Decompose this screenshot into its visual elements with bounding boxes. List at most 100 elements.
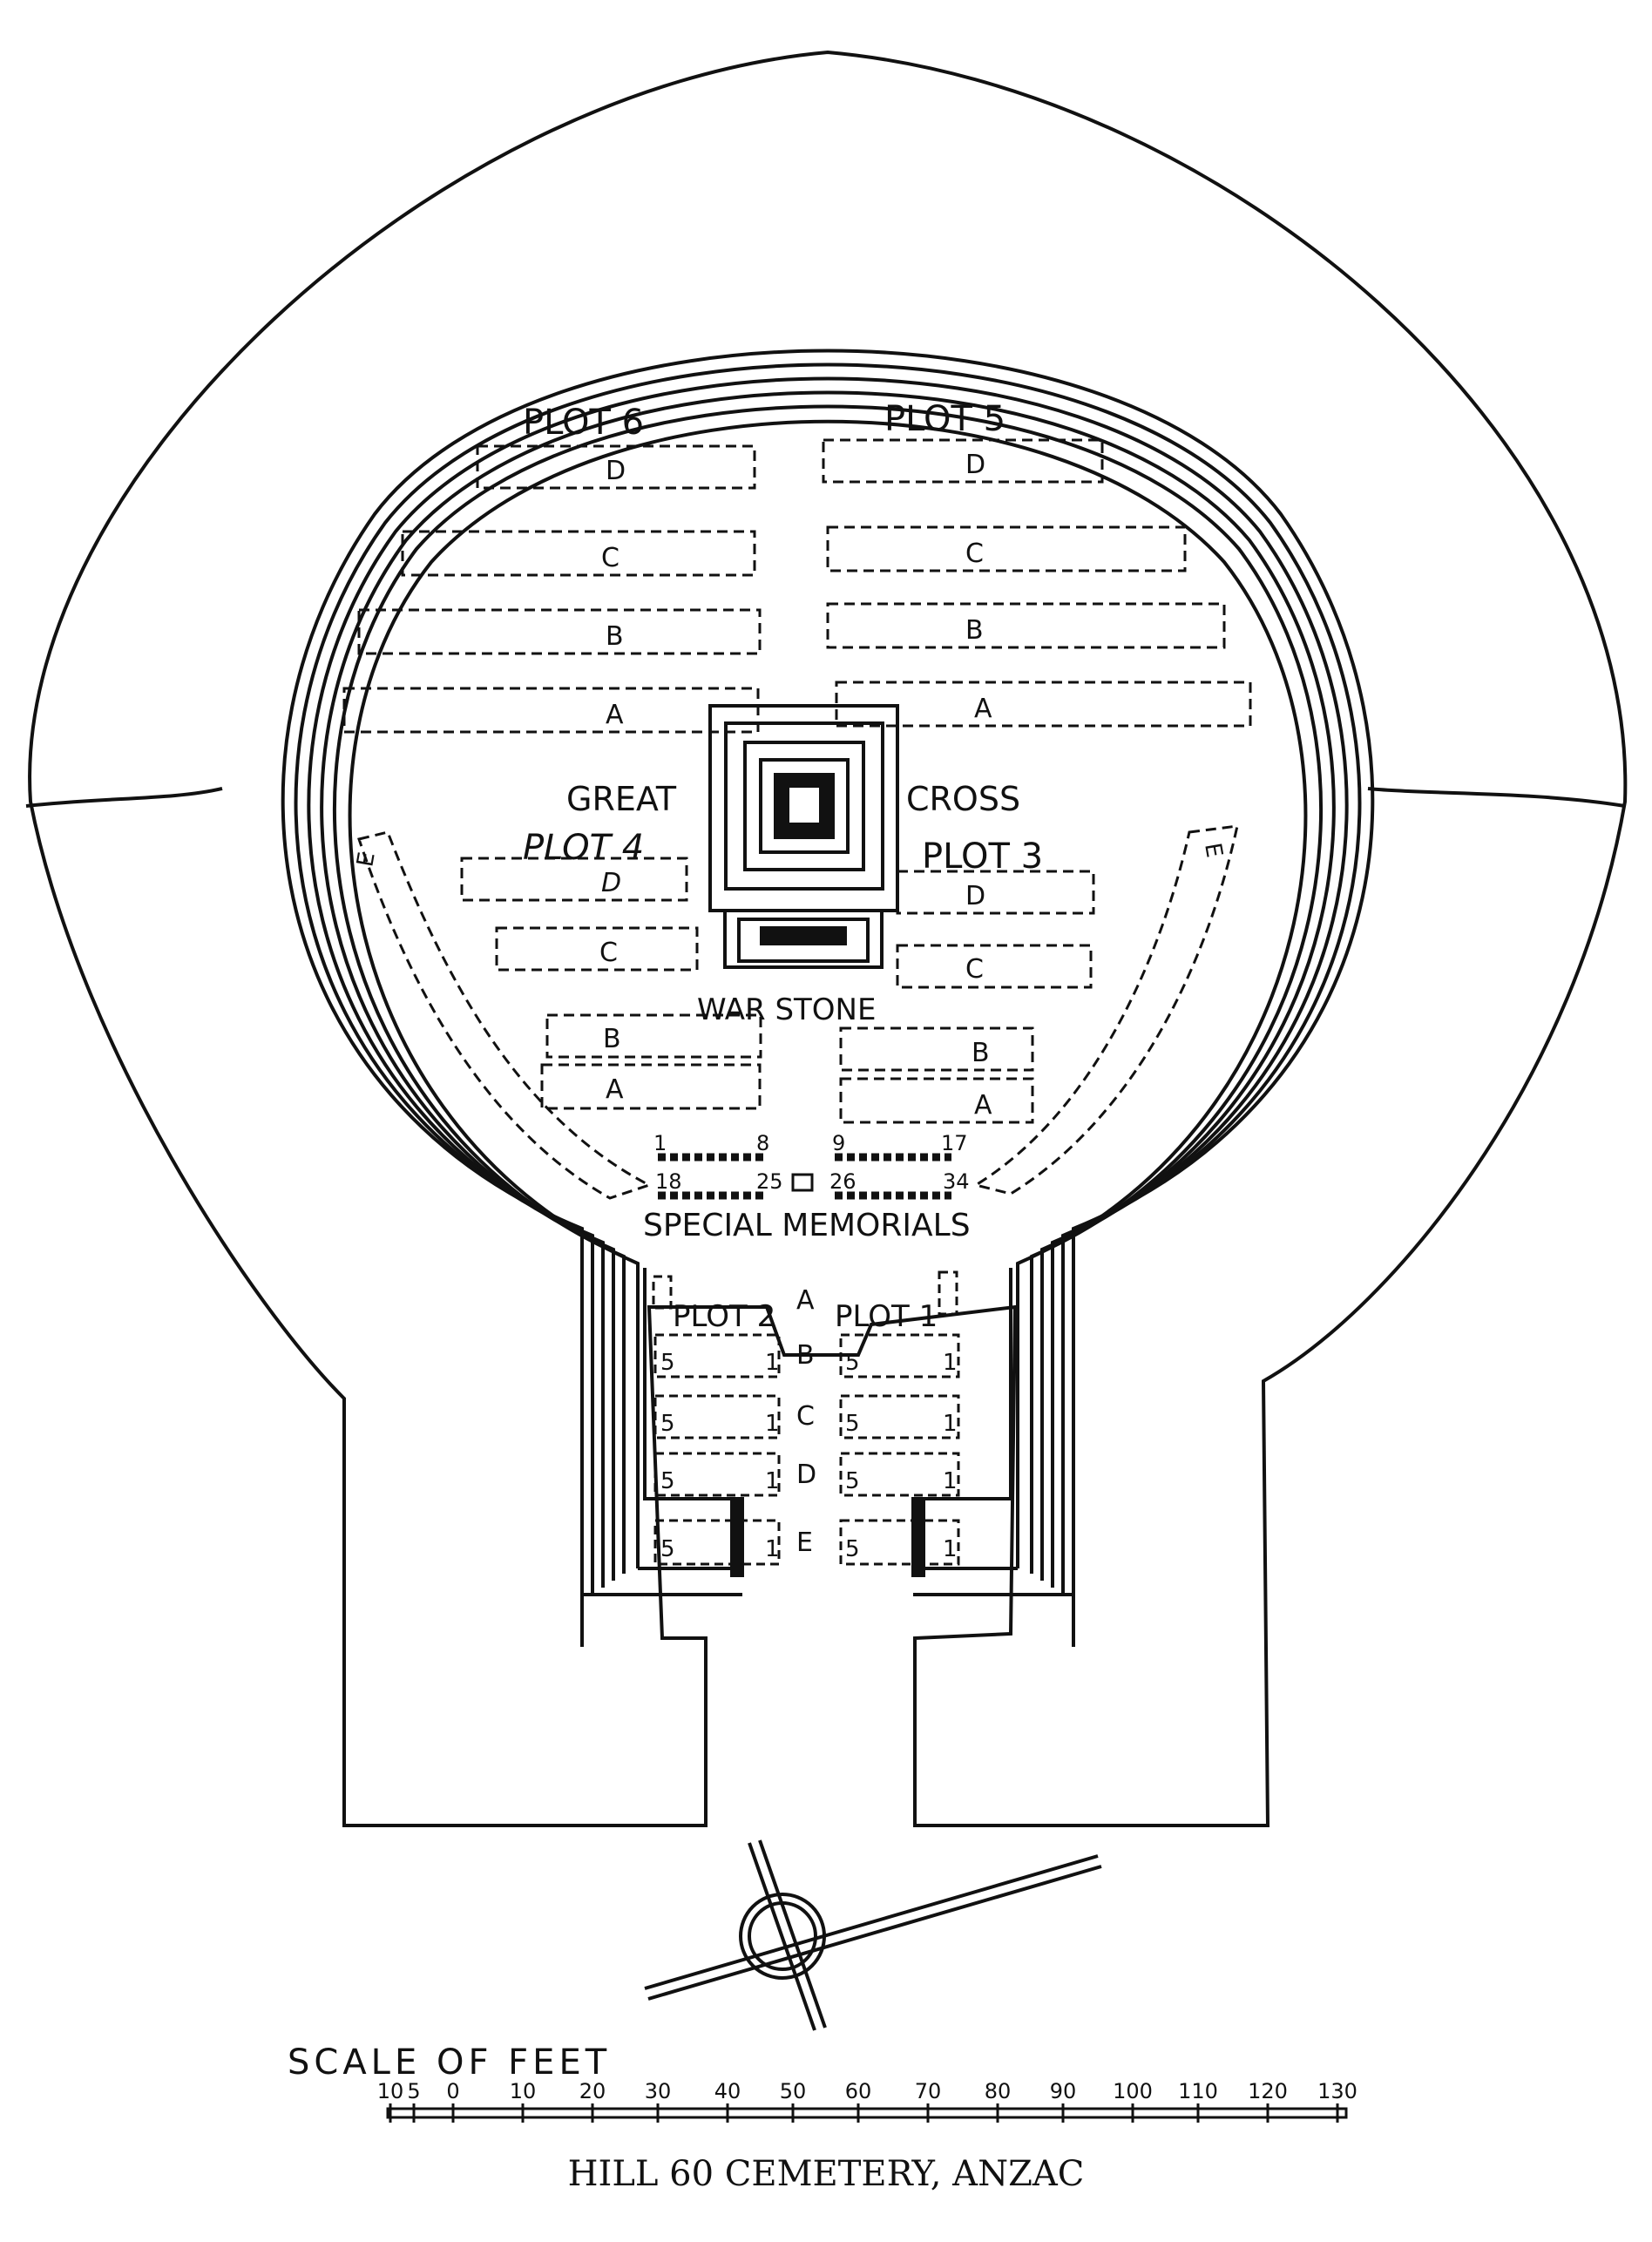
scale-tick-label: 50 xyxy=(780,2079,807,2103)
plot2-b-first: 5 xyxy=(660,1350,675,1376)
plot4-label: PLOT 4 xyxy=(523,828,644,868)
scale-tick-label: 40 xyxy=(714,2079,741,2103)
plot2-row-b xyxy=(653,1333,781,1378)
scale-tick-label: 120 xyxy=(1248,2079,1288,2103)
plot2-label: PLOT 2 xyxy=(673,1299,775,1334)
plot6-c-letter: C xyxy=(601,543,620,573)
plot1-row-d xyxy=(839,1452,960,1497)
plot1-b-last: 1 xyxy=(943,1350,958,1376)
plot2-d-last: 1 xyxy=(765,1468,780,1494)
special-memorials xyxy=(658,1153,951,1200)
plot3-d-letter: D xyxy=(965,881,985,911)
plot3-row-e xyxy=(972,824,1239,1196)
plot2-d-first: 5 xyxy=(660,1468,675,1494)
scale-tick-label: 70 xyxy=(915,2079,942,2103)
plot4-row-b xyxy=(545,1013,762,1059)
scale-tick-label: 20 xyxy=(579,2079,606,2103)
plot1-row-b xyxy=(839,1333,960,1378)
scale-title: SCALE OF FEET xyxy=(288,2042,611,2083)
plot3-e-letter: E xyxy=(1199,841,1227,859)
scale-tick-label: 130 xyxy=(1317,2079,1357,2103)
enclosure-walls xyxy=(281,349,1375,1647)
scale-tick-label: 60 xyxy=(845,2079,872,2103)
memorial-17: 17 xyxy=(941,1131,968,1155)
compass-rose xyxy=(644,1839,1102,2031)
scale-tick-label: 5 xyxy=(407,2079,420,2103)
plot1-e-last: 1 xyxy=(943,1536,958,1562)
plot1-d-first: 5 xyxy=(845,1468,860,1494)
scale-tick-label: 80 xyxy=(985,2079,1012,2103)
special-memorials-label: SPECIAL MEMORIALS xyxy=(643,1208,971,1243)
scale-line xyxy=(386,2107,1348,2119)
plot6-row-d xyxy=(476,444,756,490)
plot5-row-b xyxy=(826,602,1226,649)
plot5-d-letter: D xyxy=(965,450,985,480)
plot5-row-a xyxy=(835,681,1252,728)
plot5-label: PLOT 5 xyxy=(884,399,1005,439)
plot2-row-e xyxy=(653,1519,781,1566)
plot2-e-last: 1 xyxy=(765,1536,780,1562)
scale-tick-label: 10 xyxy=(377,2079,404,2103)
plot3-c-letter: C xyxy=(965,954,984,985)
gate-pier-left xyxy=(730,1499,744,1577)
plot6-d-letter: D xyxy=(606,456,626,486)
plot3-label: PLOT 3 xyxy=(922,837,1043,877)
scale-tick-label: 100 xyxy=(1113,2079,1153,2103)
plot1-c-last: 1 xyxy=(943,1411,958,1437)
plot2-row-c xyxy=(653,1394,781,1439)
plot6-row-c xyxy=(401,530,756,577)
memorial-34: 34 xyxy=(943,1169,970,1194)
plot6-row-b xyxy=(357,608,762,655)
scale-tick-label: 10 xyxy=(510,2079,537,2103)
plot3-row-d xyxy=(896,870,1095,915)
memorial-9: 9 xyxy=(832,1131,845,1155)
scale-tick-label: 90 xyxy=(1050,2079,1077,2103)
lower-c-letter: C xyxy=(796,1401,815,1432)
lower-b-letter: B xyxy=(796,1340,815,1371)
lower-a-letter: A xyxy=(796,1285,815,1316)
plot5-c-letter: C xyxy=(965,538,984,569)
plot6-row-a xyxy=(342,687,760,734)
plot1-row-c xyxy=(839,1394,960,1439)
plot-rows xyxy=(342,438,1252,1200)
plot1-row-e xyxy=(839,1519,960,1566)
war-stone-label: WAR STONE xyxy=(697,992,876,1027)
plot2-e-first: 5 xyxy=(660,1536,675,1562)
plot4-row-a xyxy=(540,1063,762,1110)
plot1-b-first: 5 xyxy=(845,1350,860,1376)
plot1-c-first: 5 xyxy=(845,1411,860,1437)
plot5-row-c xyxy=(826,525,1187,572)
lower-e-letter: E xyxy=(796,1527,813,1558)
plot4-e-letter: E xyxy=(352,850,380,869)
plot4-a-letter: A xyxy=(606,1074,624,1105)
plot3-a-letter: A xyxy=(974,1090,992,1121)
scale-marks xyxy=(389,2103,1339,2123)
war-stone xyxy=(760,926,847,945)
plot2-c-first: 5 xyxy=(660,1411,675,1437)
lower-d-letter: D xyxy=(796,1460,816,1490)
outer-boundary xyxy=(25,50,1628,1827)
special-memorial-marker xyxy=(791,1173,814,1192)
scale-tick-label: 0 xyxy=(446,2079,459,2103)
labels: PLOT 6 PLOT 5 PLOT 4 PLOT 3 PLOT 2 PLOT … xyxy=(352,399,1227,1562)
plot6-b-letter: B xyxy=(606,621,624,652)
plot6-label: PLOT 6 xyxy=(523,403,644,443)
plot5-a-letter: A xyxy=(974,694,992,724)
cross-centre xyxy=(789,788,819,823)
plot2-c-last: 1 xyxy=(765,1411,780,1437)
plot2-row-d xyxy=(653,1452,781,1497)
gate-pier-right xyxy=(911,1499,925,1577)
plot4-row-c xyxy=(495,926,699,972)
map-caption: HILL 60 CEMETERY, ANZAC xyxy=(568,2154,1085,2194)
plot5-row-d xyxy=(822,438,1104,484)
plot1-label: PLOT 1 xyxy=(835,1299,938,1334)
memorial-1: 1 xyxy=(653,1131,667,1155)
plot1-d-last: 1 xyxy=(943,1468,958,1494)
memorial-8: 8 xyxy=(756,1131,769,1155)
plot1-e-first: 5 xyxy=(845,1536,860,1562)
plot3-b-letter: B xyxy=(972,1038,990,1068)
plot2-b-last: 1 xyxy=(765,1350,780,1376)
